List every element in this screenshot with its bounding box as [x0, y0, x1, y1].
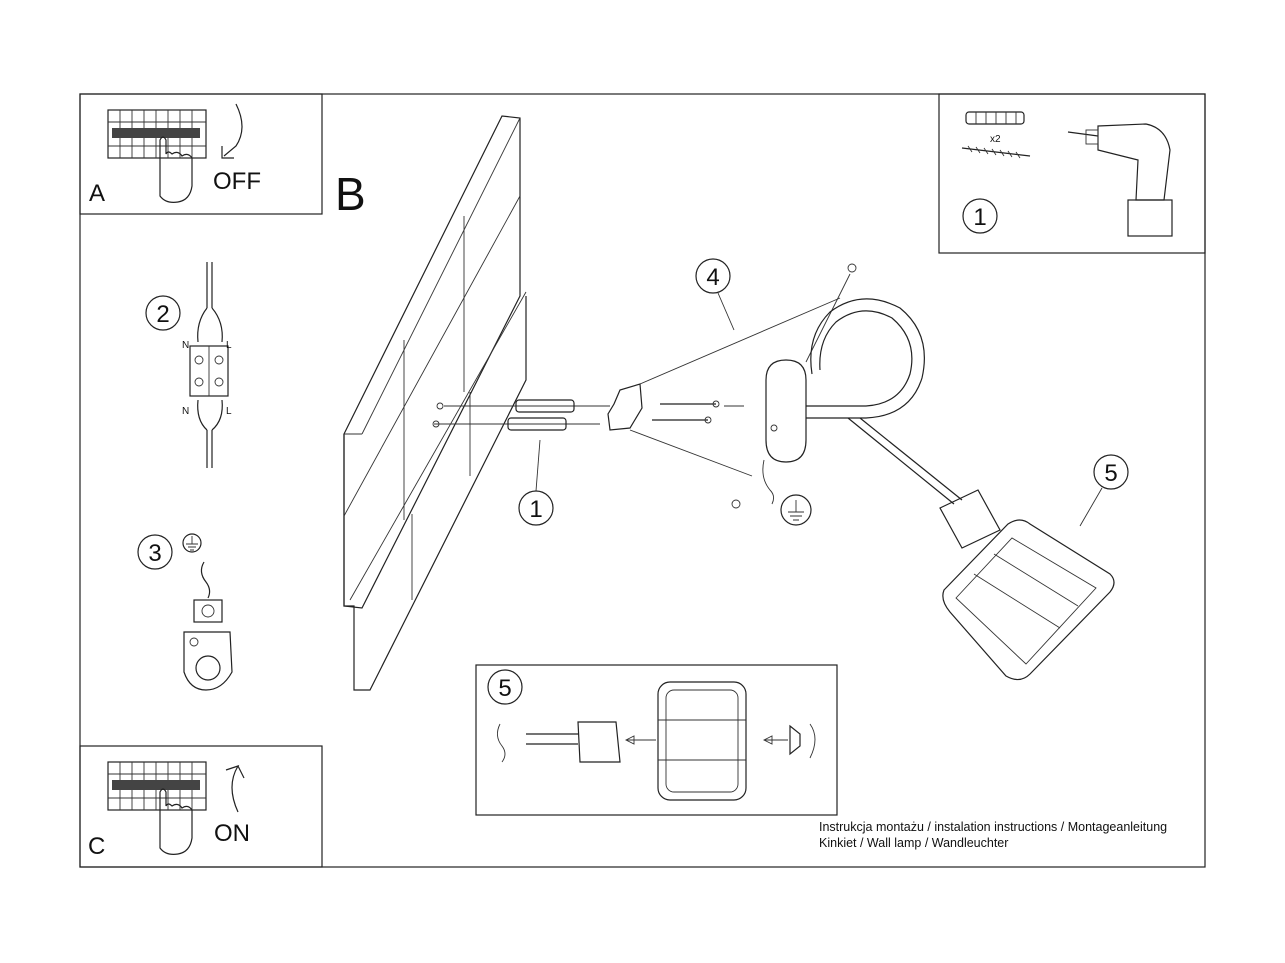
wall-plug-icon — [515, 399, 575, 413]
step-5-detail-badge — [487, 669, 523, 705]
wire-n-label-bottom: N — [182, 406, 189, 417]
wire-l-label-bottom: L — [226, 406, 232, 417]
wire-n-label-top: N — [182, 340, 189, 351]
arrow-head-icon — [237, 765, 245, 779]
panel-shade-detail: 5 — [475, 664, 838, 816]
guide-line — [639, 297, 841, 385]
power-off-label: OFF — [213, 168, 261, 195]
quantity-label: x2 — [990, 134, 1001, 145]
arrow-up-icon — [225, 764, 240, 813]
step-2-badge — [145, 295, 181, 331]
wire-squiggle — [497, 723, 506, 763]
step-1-badge — [962, 198, 998, 234]
step-3-ground: 3 — [137, 533, 233, 691]
hand-pointer-icon — [159, 136, 193, 203]
panel-c-frame — [79, 745, 323, 868]
arrow-head-icon — [221, 146, 234, 159]
ground-wire — [200, 561, 211, 599]
cage-shade-icon — [942, 519, 1115, 681]
ground-symbol-icon — [182, 533, 202, 553]
sheet-frame — [79, 93, 1206, 868]
lamp-socket-icon — [939, 489, 1001, 549]
lamp-arm — [806, 298, 963, 505]
step-2-wiring: 2 N L N L — [145, 262, 232, 468]
lamp-socket-icon — [577, 721, 621, 763]
mounting-screws — [652, 400, 744, 424]
panel-tools: x2 1 — [938, 93, 1206, 254]
cap-screw-icon — [847, 263, 857, 273]
hand-pointer-icon — [159, 788, 193, 855]
drill-icon — [1067, 123, 1173, 237]
sheet-caption: Instrukcja montażu / instalation instruc… — [819, 819, 1167, 851]
step-2-number: 2 — [156, 301, 169, 328]
panel-b-letter: B — [335, 168, 366, 220]
wall-canopy-icon — [765, 359, 807, 463]
step-4-number: 4 — [706, 264, 719, 291]
panel-a-power-off: A OFF — [79, 93, 323, 215]
guide-line — [629, 429, 753, 477]
panel-a-frame — [79, 93, 323, 215]
wire-split-bottom — [197, 399, 223, 431]
shade-detail-frame — [475, 664, 838, 816]
ground-wire — [762, 459, 775, 505]
caption-line-1: Instrukcja montażu / instalation instruc… — [819, 820, 1168, 834]
leader-line — [717, 292, 735, 331]
cap-screw-icon — [731, 499, 741, 509]
wire-l-label-top: L — [226, 340, 232, 351]
mounting-lug-icon — [183, 631, 233, 691]
power-on-label: ON — [214, 820, 250, 847]
breaker-box-icon — [107, 109, 207, 159]
panel-c-letter: C — [88, 833, 105, 860]
step-3-number: 3 — [148, 540, 161, 567]
wall-plugs — [432, 399, 610, 431]
step-3-badge — [137, 534, 173, 570]
breaker-box-icon — [107, 761, 207, 811]
step-5-badge — [1093, 454, 1129, 490]
step-4-badge — [695, 258, 731, 294]
step-5-detail-number: 5 — [498, 675, 511, 702]
wall-plug-icon — [507, 417, 567, 431]
mounting-bracket-icon — [607, 383, 643, 431]
wire-split-top — [197, 307, 223, 343]
panel-a-letter: A — [89, 180, 105, 207]
screw-icon — [961, 145, 1031, 159]
wall-plug-icon — [965, 111, 1025, 125]
ring-nut-icon — [789, 724, 801, 756]
arrow-down-icon — [223, 103, 243, 157]
caption-line-2: Kinkiet / Wall lamp / Wandleuchter — [819, 836, 1009, 850]
wall-tiles — [343, 115, 527, 691]
wall-outline — [343, 115, 521, 609]
tools-frame — [938, 93, 1206, 254]
rotate-arrow-icon — [809, 723, 816, 759]
step-1-number: 1 — [973, 204, 986, 231]
panel-c-power-on: C ON — [79, 745, 323, 868]
step-5-number: 5 — [1104, 460, 1117, 487]
ground-symbol-icon — [780, 494, 812, 526]
step-1-mount-number: 1 — [529, 496, 542, 523]
ground-terminal-icon — [193, 599, 223, 623]
leader-line — [1079, 487, 1103, 527]
leader-line — [535, 439, 541, 492]
cage-shade-icon — [657, 681, 747, 801]
